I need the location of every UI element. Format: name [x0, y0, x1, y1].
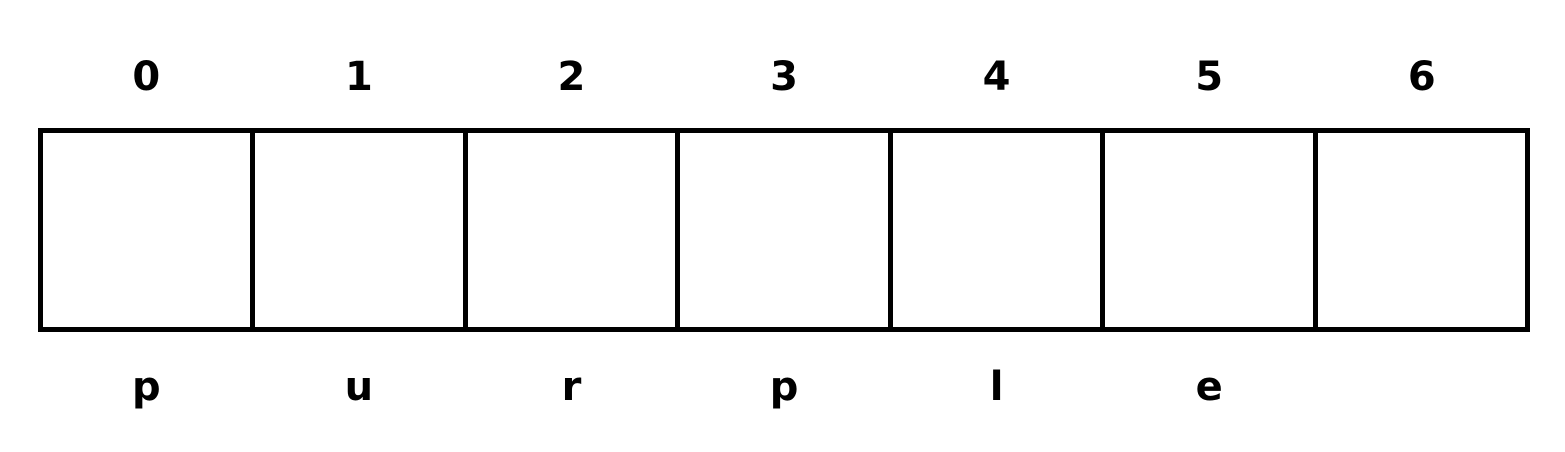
array-cell-5 — [1105, 133, 1318, 327]
char-label-4: l — [989, 364, 1004, 410]
array-cell-2 — [468, 133, 681, 327]
array-cell-3 — [680, 133, 893, 327]
char-label-2: r — [561, 364, 582, 410]
index-label-2: 2 — [557, 54, 586, 100]
char-label-1: u — [344, 364, 374, 410]
index-label-1: 1 — [344, 54, 373, 100]
char-label-3: p — [769, 364, 799, 410]
char-label-5: e — [1195, 364, 1223, 410]
character-row: p u r p l e — [40, 362, 1528, 412]
index-label-0: 0 — [132, 54, 161, 100]
array-cell-4 — [893, 133, 1106, 327]
index-row: 0 1 2 3 4 5 6 — [40, 52, 1528, 102]
array-cell-6 — [1318, 133, 1530, 327]
array-cell-0 — [43, 133, 256, 327]
array-cell-1 — [255, 133, 468, 327]
array-cells — [38, 128, 1530, 332]
index-label-5: 5 — [1195, 54, 1224, 100]
char-label-0: p — [131, 364, 161, 410]
index-label-3: 3 — [770, 54, 798, 100]
char-label-6 — [1315, 362, 1528, 412]
index-label-4: 4 — [982, 54, 1011, 100]
index-label-6: 6 — [1407, 54, 1436, 100]
